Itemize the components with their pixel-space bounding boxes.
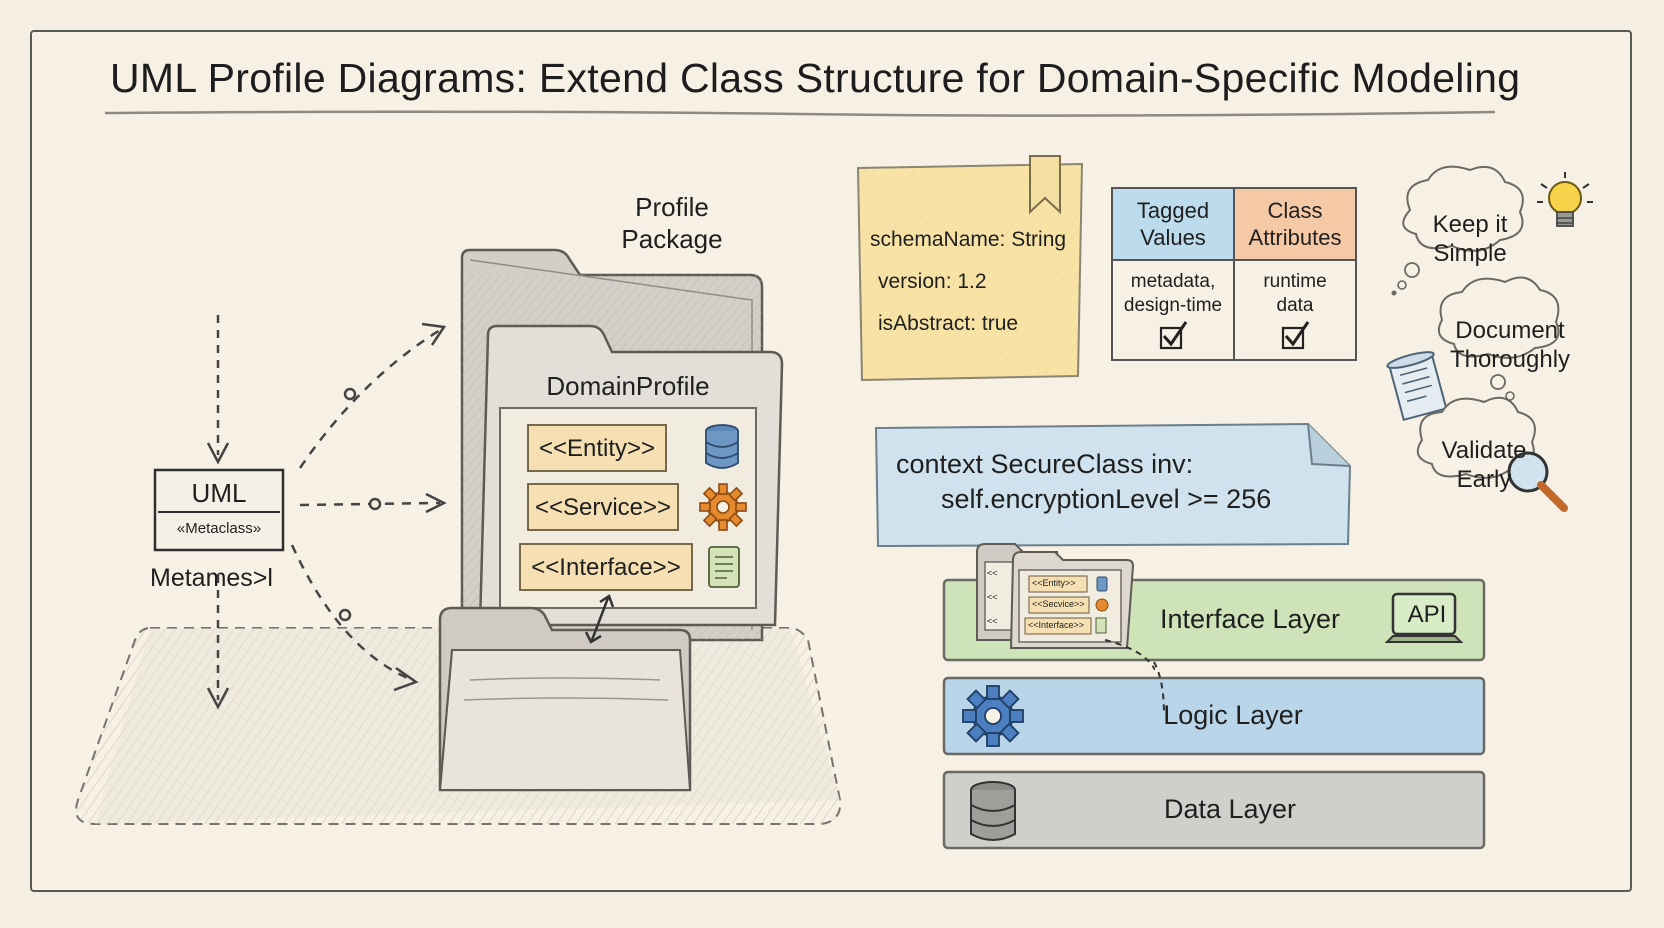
tip-keep-line2: Simple [1433, 240, 1507, 267]
logic-gear-icon [962, 685, 1024, 747]
uml-metaclass-box [153, 468, 285, 552]
tip-cloud-validate [1416, 396, 1536, 479]
api-label: API [1407, 601, 1447, 628]
layers-art [942, 578, 1486, 850]
bottom-folder [438, 594, 692, 792]
table-cell-class-line2: data [1276, 295, 1314, 316]
gear-icon [699, 483, 747, 531]
mini-stereotype-service: <<Secvice>> [1032, 599, 1085, 609]
tip-document-line1: Document [1455, 317, 1565, 344]
profile-package-label-line2: Package [621, 224, 723, 254]
tagged-note-line-1: schemaName: String [870, 228, 1067, 251]
mini-gear-icon [1095, 598, 1109, 612]
logic-layer-band [942, 676, 1486, 756]
uml-box-name: UML [191, 478, 247, 508]
magnifier-icon [1507, 451, 1568, 512]
tagged-note-art [856, 155, 1084, 382]
tagged-note-line-3: isAbstract: true [878, 312, 1019, 335]
tip-document-thoroughly: Document Thoroughly [1440, 316, 1580, 374]
table-cell-tagged-line2: design-time [1123, 295, 1223, 316]
document-icon [708, 546, 740, 588]
mini-database-icon [1096, 576, 1108, 592]
table-header-tagged-line2: Values [1140, 225, 1206, 250]
table-cell-tagged-line1: metadata, [1130, 271, 1216, 292]
mini-folder-connector [1153, 661, 1165, 715]
table-header-tagged-values: Tagged Values [1112, 197, 1234, 251]
mini-back-fragment-1: << [987, 568, 998, 578]
lightbulb-icon [1537, 172, 1593, 227]
tip-keep-line1: Keep it [1432, 211, 1508, 238]
mini-document-icon [1095, 617, 1107, 634]
data-layer-band [942, 770, 1486, 850]
layer-data-label: Data Layer [1163, 794, 1297, 824]
table-cell-class-line1: runtime [1263, 271, 1327, 292]
stereotype-entity: <<Entity>> [538, 435, 656, 462]
tip-validate-line2: Early [1456, 466, 1512, 493]
database-icon [705, 424, 739, 469]
mini-folder-art [976, 543, 1155, 670]
checkbox-class [1281, 321, 1310, 350]
tagged-note-line-2: version: 1.2 [878, 270, 987, 293]
table-cell-class: runtime data [1234, 270, 1356, 318]
domain-profile-title: DomainProfile [546, 371, 710, 401]
mini-stereotype-interface: <<Interface>> [1028, 620, 1085, 630]
layer-interface-label: Interface Layer [1159, 604, 1341, 634]
ocl-line-2: self.encryptionLevel >= 256 [941, 484, 1272, 514]
extension-arrows [206, 315, 447, 710]
profile-package-label-line1: Profile [635, 192, 709, 222]
tip-validate-line1: Validate [1441, 437, 1527, 464]
tip-cloud-keep [1402, 165, 1524, 252]
bookmark-icon [1029, 155, 1061, 215]
stereotype-boxes [519, 424, 693, 591]
table-header-class-attributes: Class Attributes [1234, 197, 1356, 251]
page-title: UML Profile Diagrams: Extend Class Struc… [110, 55, 1521, 101]
table-header-class-bg [1234, 188, 1356, 260]
table-header-class-line2: Attributes [1248, 225, 1342, 250]
metaclass-caption: Metames>l [150, 564, 273, 592]
tips-art [1386, 165, 1593, 512]
ocl-box-art [874, 422, 1352, 548]
table-header-class-line1: Class [1267, 198, 1323, 223]
api-monitor-icon [1384, 592, 1464, 643]
title-underline [104, 110, 1496, 117]
compare-table-art [1111, 187, 1357, 361]
uml-box-stereotype: «Metaclass» [176, 520, 262, 537]
layer-logic-label: Logic Layer [1163, 700, 1303, 730]
mini-stereotype-entity: <<Entity>> [1032, 578, 1076, 588]
tip-keep-it-simple: Keep it Simple [1410, 210, 1530, 268]
stereotype-service: <<Service>> [534, 494, 672, 521]
data-database-icon [970, 781, 1016, 841]
checkbox-tagged [1159, 321, 1188, 350]
tip-validate-early: Validate Early [1424, 436, 1544, 494]
tip-cloud-document [1438, 276, 1560, 359]
table-header-tagged-line1: Tagged [1136, 198, 1210, 223]
profile-package-label: Profile Package [602, 191, 742, 255]
stereotype-interface: <<Interface>> [531, 554, 681, 581]
mini-back-fragment-2: << [987, 592, 998, 602]
mini-back-fragment-3: << [987, 616, 998, 626]
ocl-line-1: context SecureClass inv: [896, 449, 1194, 479]
tip-document-line2: Thoroughly [1449, 346, 1571, 373]
table-header-tagged-bg [1112, 188, 1234, 260]
table-cell-tagged: metadata, design-time [1112, 270, 1234, 318]
scroll-icon [1386, 351, 1448, 422]
